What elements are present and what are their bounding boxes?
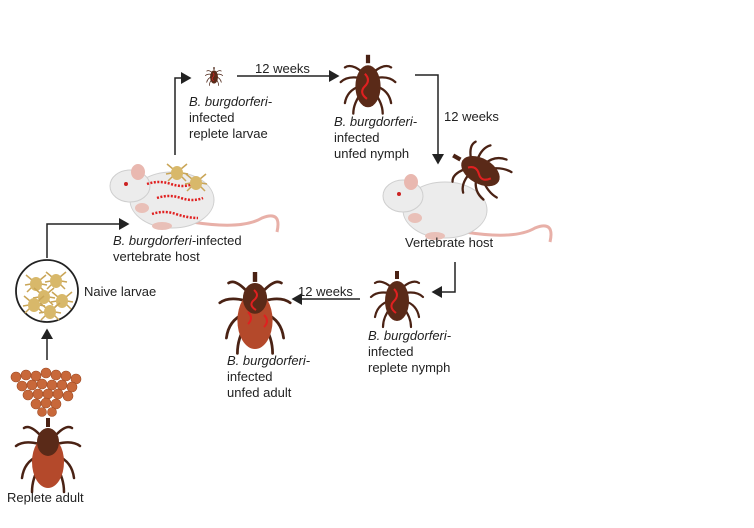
- egg-mass-icon: [10, 367, 82, 417]
- unfed-adult-label: B. burgdorferi- infected unfed adult: [227, 353, 310, 401]
- label-line: infected: [189, 110, 235, 125]
- label-line: unfed adult: [227, 385, 292, 400]
- species-name: B. burgdorferi-: [189, 94, 273, 109]
- replete-nymph-label: B. burgdorferi- infected replete nymph: [368, 328, 451, 376]
- replete-larva-tick-icon: [205, 66, 223, 86]
- replete-nymph-tick-icon: [369, 269, 425, 329]
- vertebrate-host-label: Vertebrate host: [405, 235, 494, 250]
- unfed-nymph-label: B. burgdorferi- infected unfed nymph: [334, 114, 417, 162]
- infected-host-label: B. burgdorferi-infected vertebrate host: [113, 233, 242, 265]
- label-line: infected: [196, 233, 242, 248]
- label-line: infected: [368, 344, 414, 359]
- species-name: B. burgdorferi-: [113, 233, 197, 248]
- label-line: infected: [227, 369, 273, 384]
- naive-larvae-label: Naive larvae: [84, 284, 157, 299]
- vertebrate-host-mouse-icon: [381, 172, 553, 244]
- interval-label-nymph-to-host: 12 weeks: [444, 109, 499, 124]
- arrow-host-to-replete-nymph: [431, 262, 456, 298]
- label-line: replete nymph: [368, 360, 451, 375]
- species-name: B. burgdorferi-: [334, 114, 418, 129]
- label-line: vertebrate host: [113, 249, 200, 264]
- species-name: B. burgdorferi-: [227, 353, 311, 368]
- arrow-infected-host-to-replete-larvae: [174, 72, 192, 155]
- replete-adult-tick-icon: [14, 416, 82, 494]
- naive-larvae-icon: [15, 259, 79, 323]
- arrow-nymph-to-vertebrate-host: [415, 74, 444, 165]
- label-line: replete larvae: [189, 126, 268, 141]
- interval-label-nymph-to-adult: 12 weeks: [298, 284, 353, 299]
- unfed-nymph-tick-icon: [339, 53, 397, 115]
- label-line: unfed nymph: [334, 146, 410, 161]
- species-name: B. burgdorferi-: [368, 328, 452, 343]
- arrow-naive-larvae-to-infected-host: [46, 218, 130, 258]
- replete-larvae-label: B. burgdorferi- infected replete larvae: [189, 94, 272, 142]
- label-line: infected: [334, 130, 380, 145]
- infected-mouse-icon: [108, 162, 280, 234]
- replete-adult-label: Replete adult: [7, 490, 84, 505]
- unfed-adult-tick-icon: [218, 270, 292, 355]
- interval-label-larvae-to-nymph: 12 weeks: [255, 61, 310, 76]
